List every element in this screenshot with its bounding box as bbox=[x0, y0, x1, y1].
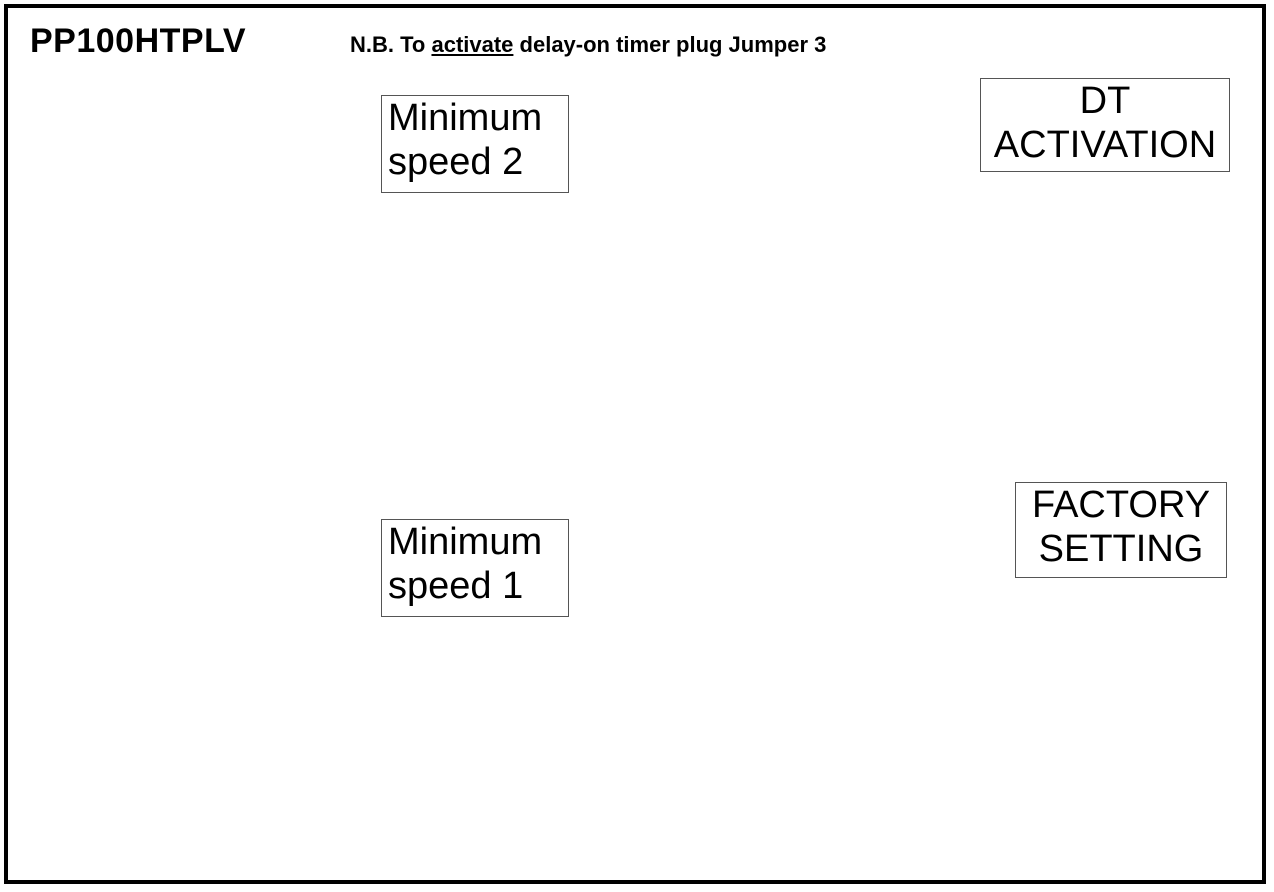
label-dt-activation: DT ACTIVATION bbox=[980, 78, 1230, 172]
label-factory-line1: FACTORY bbox=[1031, 484, 1211, 526]
note-emphasis: activate bbox=[431, 32, 514, 57]
label-dt-line1: DT bbox=[1079, 80, 1131, 122]
model-title: PP100HTPLV bbox=[30, 22, 247, 60]
label-dt-line2: ACTIVATION bbox=[993, 124, 1217, 166]
label-factory-line2: SETTING bbox=[1038, 528, 1204, 570]
label-min-speed-1-line2: speed 1 bbox=[388, 565, 524, 607]
label-min-speed-2-line2: speed 2 bbox=[388, 141, 524, 183]
label-min-speed-2-line1: Minimum bbox=[388, 97, 543, 139]
label-min-speed-2: Minimum speed 2 bbox=[381, 95, 569, 193]
note-suffix: delay-on timer plug Jumper 3 bbox=[513, 32, 827, 57]
activation-note: N.B. To activate delay-on timer plug Jum… bbox=[350, 32, 826, 58]
label-min-speed-1: Minimum speed 1 bbox=[381, 519, 569, 617]
note-prefix: N.B. To bbox=[350, 32, 432, 57]
label-factory-setting: FACTORY SETTING bbox=[1015, 482, 1227, 578]
label-min-speed-1-line1: Minimum bbox=[388, 521, 543, 563]
